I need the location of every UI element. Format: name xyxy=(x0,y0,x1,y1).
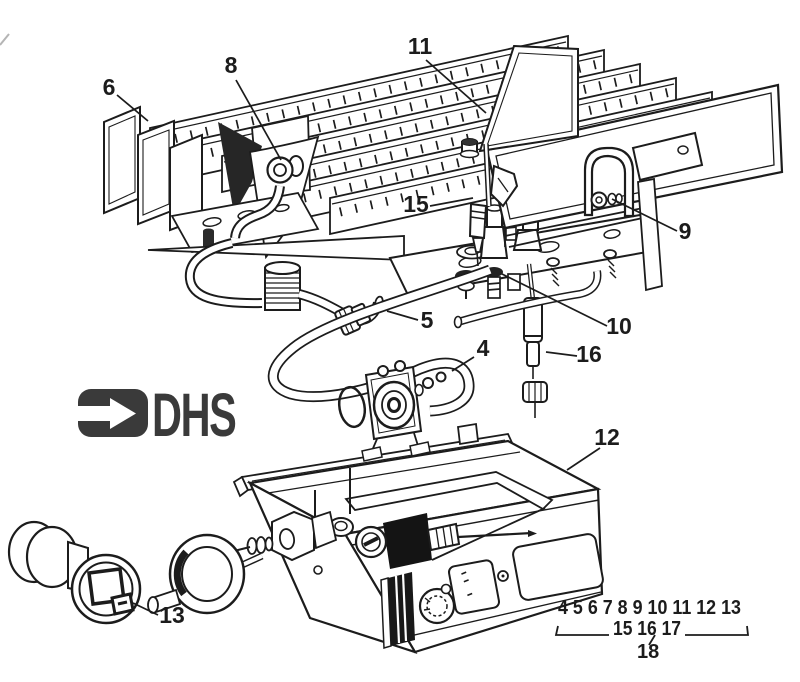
callout-9: 9 xyxy=(679,218,692,244)
end-plates xyxy=(103,105,203,232)
callout-11: 11 xyxy=(408,33,433,59)
dhs-logo-text: DHS xyxy=(152,382,235,450)
plate-bolt xyxy=(203,231,214,247)
o-ring xyxy=(337,385,367,429)
thermocouple-electrode xyxy=(522,263,548,418)
callout-6: 6 xyxy=(103,74,116,100)
supply-hose-loop xyxy=(184,238,263,309)
tray-wedge xyxy=(147,235,405,261)
manifold-supply-tube xyxy=(453,270,602,329)
legend-row2: 15 16 17 xyxy=(613,618,681,640)
callout-13: 13 xyxy=(159,602,185,628)
thermostat-fitting xyxy=(426,522,537,552)
pipe-flange xyxy=(337,360,447,462)
fin-cap xyxy=(459,138,480,159)
dhs-logo: DHS xyxy=(74,382,237,450)
grille xyxy=(388,572,415,646)
callout-8: 8 xyxy=(225,52,238,78)
valve-assembly xyxy=(147,510,338,615)
corrugated-sleeve xyxy=(264,261,301,311)
legend-bracket-label: 18 xyxy=(637,641,659,663)
callout-10: 10 xyxy=(606,313,632,339)
pilot-valve xyxy=(266,155,304,184)
dial xyxy=(418,583,456,625)
legend-row1: 4 5 6 7 8 9 10 11 12 13 xyxy=(558,597,741,619)
arrow-icon xyxy=(110,398,136,429)
baffle-plate xyxy=(478,44,579,153)
main-gas-pipe xyxy=(267,264,492,417)
scan-artifact xyxy=(0,33,10,46)
box-opening xyxy=(383,513,432,569)
callout-16: 16 xyxy=(576,341,602,367)
callout-12: 12 xyxy=(594,424,620,450)
arch-bracket xyxy=(583,131,704,292)
igniter-electrode xyxy=(468,143,519,267)
pilot-pipe xyxy=(230,185,285,239)
callout-4: 4 xyxy=(477,335,490,361)
plug-connector xyxy=(7,520,142,625)
leader-lines xyxy=(116,59,678,616)
shaded-break-piece xyxy=(218,122,262,214)
face-screw xyxy=(313,565,323,575)
callout-5: 5 xyxy=(421,307,434,333)
parts-legend: 4 5 6 7 8 9 10 11 12 13 15 16 17 18 xyxy=(554,597,750,663)
callout-15: 15 xyxy=(403,191,429,217)
side-panel-large xyxy=(512,533,604,601)
side-panel-small xyxy=(447,559,501,615)
